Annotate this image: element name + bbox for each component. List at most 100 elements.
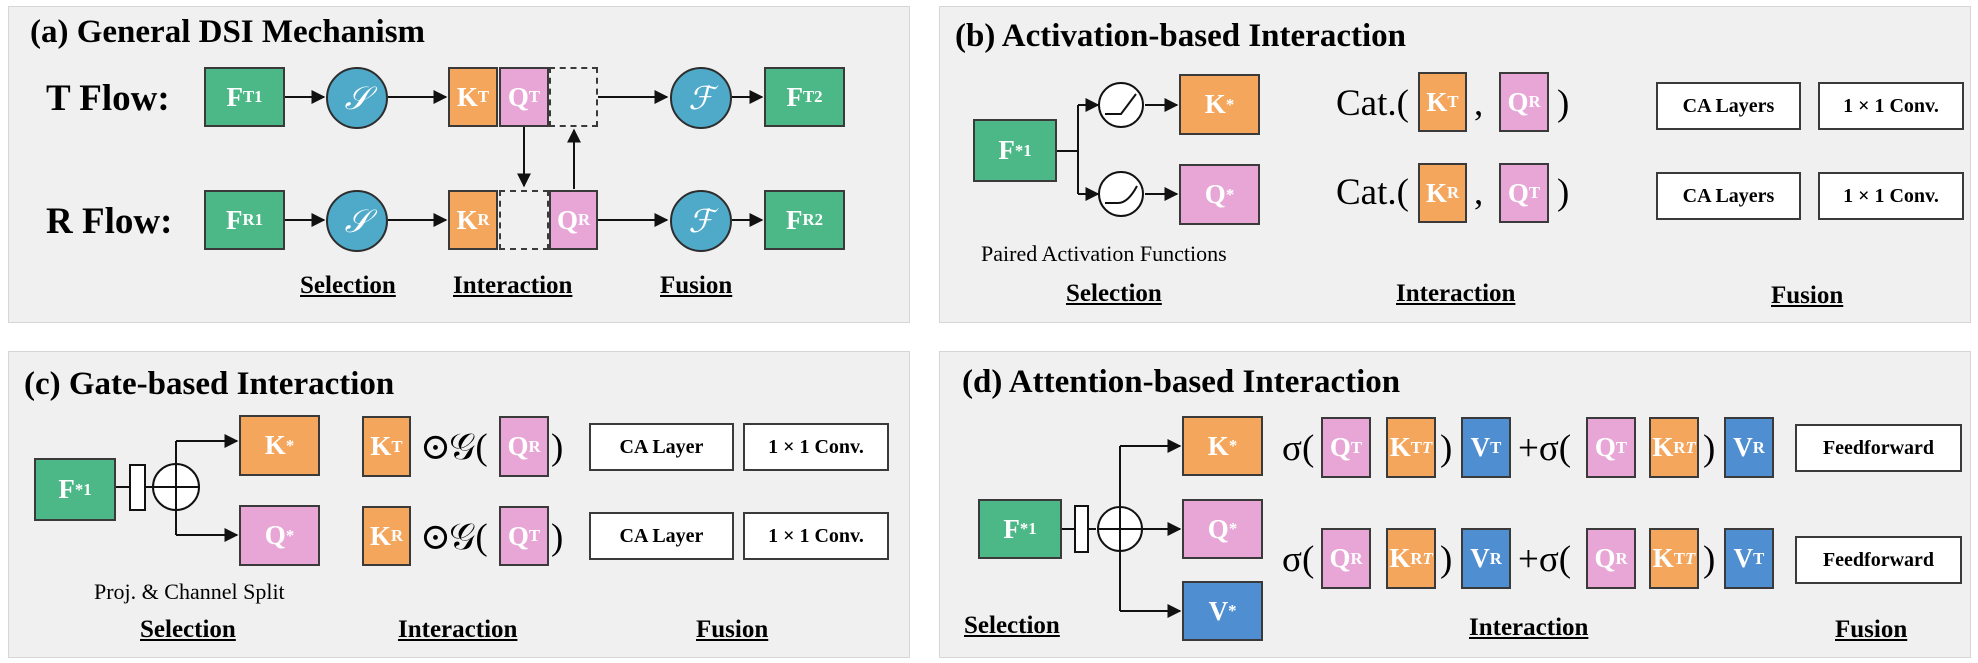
- sigma-open-2a: σ(: [1282, 539, 1315, 580]
- feature-star-box-c: F*1: [34, 458, 116, 521]
- stage-fusion-c: Fusion: [696, 616, 769, 643]
- cat-close-2: ): [1557, 172, 1570, 213]
- conv-box-c1: 1 × 1 Conv.: [743, 423, 889, 471]
- stage-fusion-a: Fusion: [660, 272, 733, 299]
- fusion-operator-t: ℱ: [670, 67, 732, 129]
- empty-slot-t: [549, 67, 598, 127]
- query-star-box-b: Q*: [1179, 164, 1260, 225]
- stage-interaction-c: Interaction: [398, 616, 518, 643]
- stage-selection-c: Selection: [140, 616, 236, 643]
- panel-d-title: (d) Attention-based Interaction: [962, 364, 1401, 400]
- feature-star-box-d: F*1: [978, 499, 1062, 559]
- query-star-box-c: Q*: [239, 505, 320, 566]
- sigma-close-2b: ): [1703, 539, 1716, 580]
- odot-2: ⊙: [420, 517, 452, 558]
- stage-selection-b: Selection: [1066, 280, 1162, 307]
- gate-close-2: ): [551, 517, 564, 558]
- panel-a-title: (a) General DSI Mechanism: [30, 14, 426, 50]
- panel-d: [939, 351, 1971, 658]
- sigma-close-1a: ): [1440, 428, 1453, 469]
- sigma-open-1a: σ(: [1282, 428, 1315, 469]
- conv-box-b1: 1 × 1 Conv.: [1818, 82, 1964, 130]
- stage-interaction-d: Interaction: [1469, 614, 1589, 641]
- feedforward-box-1: Feedforward: [1795, 424, 1962, 472]
- cat-open-1: Cat.(: [1336, 83, 1409, 124]
- selection-operator-t: 𝒮: [326, 67, 388, 129]
- panel-c-title: (c) Gate-based Interaction: [24, 366, 395, 402]
- proj-split-caption: Proj. & Channel Split: [94, 579, 285, 604]
- selection-operator-r: 𝒮: [326, 190, 388, 252]
- panel-b-title: (b) Activation-based Interaction: [955, 18, 1406, 54]
- key-star-box-c: K*: [239, 415, 320, 476]
- r-flow-label: R Flow:: [46, 201, 173, 242]
- cat-open-2: Cat.(: [1336, 172, 1409, 213]
- t-flow-label: T Flow:: [46, 78, 170, 119]
- comma-2: ,: [1474, 172, 1484, 213]
- gate-open-2: 𝒢(: [449, 517, 488, 558]
- projection-bar-icon: [129, 464, 146, 511]
- odot-1: ⊙: [420, 427, 452, 468]
- stage-fusion-d: Fusion: [1835, 616, 1908, 643]
- ca-layer-box-1: CA Layer: [589, 423, 734, 471]
- gate-open-1: 𝒢(: [449, 427, 488, 468]
- projection-bar-icon: [1074, 505, 1089, 553]
- stage-selection-a: Selection: [300, 272, 396, 299]
- empty-slot-r: [499, 190, 549, 250]
- comma-1: ,: [1474, 83, 1484, 124]
- panel-c: [8, 351, 910, 658]
- sigma-close-2a: ): [1440, 539, 1453, 580]
- stage-fusion-b: Fusion: [1771, 282, 1844, 309]
- cat-close-1: ): [1557, 83, 1570, 124]
- activation-function-icon: [1098, 82, 1144, 128]
- plus-sigma-2: +σ(: [1518, 539, 1572, 580]
- stage-interaction-a: Interaction: [453, 272, 573, 299]
- ca-layers-box-2: CA Layers: [1656, 172, 1801, 220]
- ca-layers-box-1: CA Layers: [1656, 82, 1801, 130]
- feedforward-box-2: Feedforward: [1795, 536, 1962, 584]
- fusion-operator-r: ℱ: [670, 190, 732, 252]
- conv-box-c2: 1 × 1 Conv.: [743, 512, 889, 560]
- conv-box-b2: 1 × 1 Conv.: [1818, 172, 1964, 220]
- ca-layer-box-2: CA Layer: [589, 512, 734, 560]
- feature-star-box-b: F*1: [973, 119, 1057, 182]
- stage-interaction-b: Interaction: [1396, 280, 1516, 307]
- panel-a: [8, 6, 910, 323]
- sigma-close-1b: ): [1703, 428, 1716, 469]
- key-star-box-b: K*: [1179, 74, 1260, 135]
- paired-activation-caption: Paired Activation Functions: [981, 241, 1227, 266]
- gate-close-1: ): [551, 427, 564, 468]
- plus-sigma-1: +σ(: [1518, 428, 1572, 469]
- value-star-box-d: V*: [1182, 581, 1263, 641]
- key-star-box-d: K*: [1182, 416, 1263, 476]
- activation-function-icon: [1098, 171, 1144, 217]
